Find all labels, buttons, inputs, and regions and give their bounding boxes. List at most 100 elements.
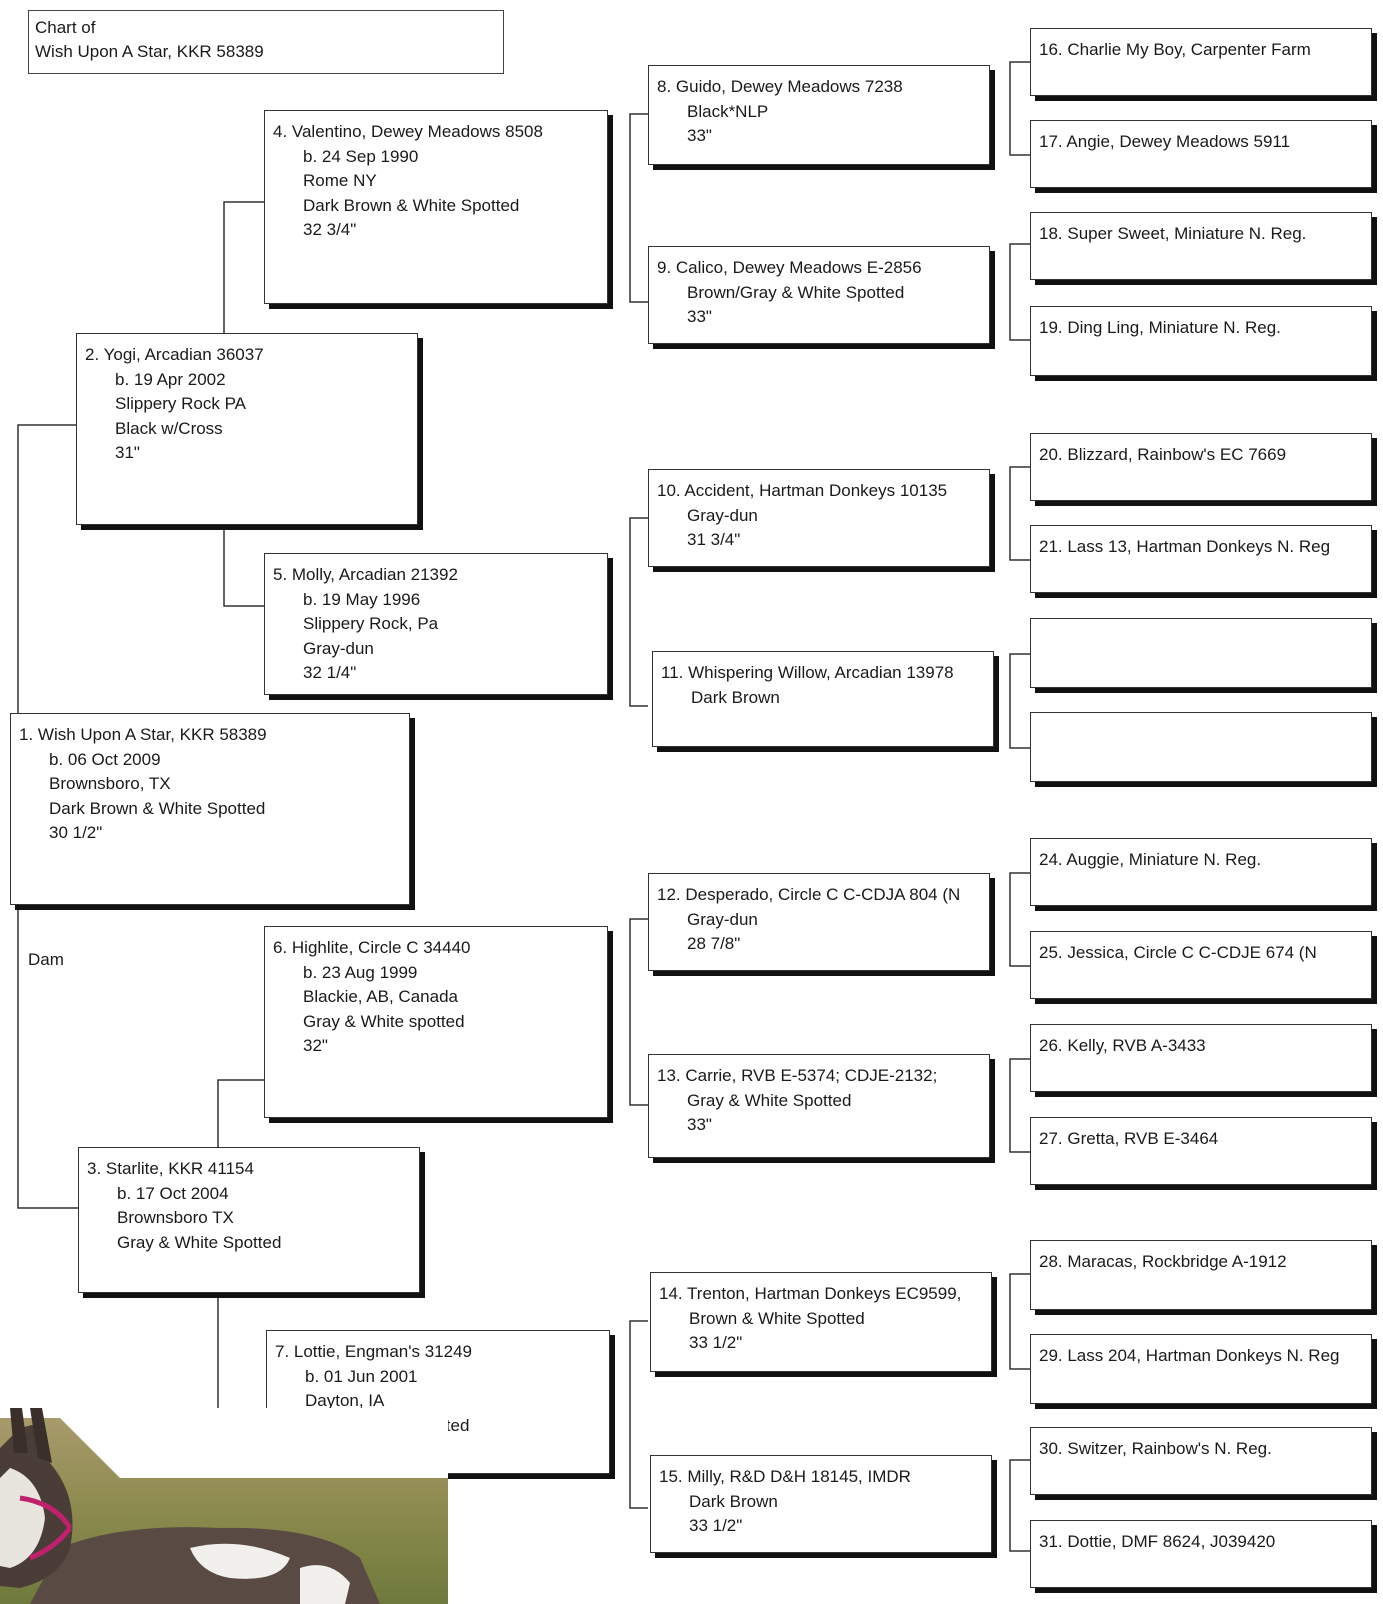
ancestor-box-30: 30. Switzer, Rainbow's N. Reg. [1030,1427,1372,1495]
ancestor-height: 30 1/2" [49,823,103,842]
ancestor-height: 32 3/4" [303,220,357,239]
ancestor-birth: b. 19 May 1996 [303,589,421,609]
ancestor-place: Rome NY [303,171,377,190]
ancestor-name: 3. Starlite, KKR 41154 [87,1159,254,1178]
ancestor-birth: b. 06 Oct 2009 [49,749,161,769]
ancestor-name: 7. Lottie, Engman's 31249 [275,1342,472,1361]
ancestor-place: Slippery Rock PA [115,394,247,413]
chart-title-line2: Wish Upon A Star, KKR 58389 [35,42,264,61]
ancestor-box-20: 20. Blizzard, Rainbow's EC 7669 [1030,433,1372,501]
ancestor-box-13: 13. Carrie, RVB E-5374; CDJE-2132; Gray … [648,1054,990,1158]
ancestor-name: 17. Angie, Dewey Meadows 5911 [1039,132,1291,151]
ancestor-name: 11. Whispering Willow, Arcadian 13978 [661,663,954,682]
ancestor-name: 28. Maracas, Rockbridge A-1912 [1039,1252,1287,1271]
ancestor-box-8: 8. Guido, Dewey Meadows 7238 Black*NLP 3… [648,65,990,165]
ancestor-box-4: 4. Valentino, Dewey Meadows 8508 b. 24 S… [264,110,608,304]
ancestor-name: 15. Milly, R&D D&H 18145, IMDR [659,1467,911,1486]
ancestor-name: 25. Jessica, Circle C C-CDJE 674 (N [1039,943,1317,962]
ancestor-height: 33" [687,126,712,145]
ancestor-color: Black w/Cross [115,418,223,438]
ancestor-box-28: 28. Maracas, Rockbridge A-1912 [1030,1240,1372,1310]
ancestor-box-22 [1030,618,1372,688]
ancestor-box-23 [1030,712,1372,782]
ancestor-name: 18. Super Sweet, Miniature N. Reg. [1039,224,1307,243]
ancestor-name: 24. Auggie, Miniature N. Reg. [1039,850,1262,869]
ancestor-box-27: 27. Gretta, RVB E-3464 [1030,1117,1372,1185]
ancestor-box-14: 14. Trenton, Hartman Donkeys EC9599, Bro… [650,1272,992,1372]
chart-title-line1: Chart of [35,18,96,37]
ancestor-color: Dark Brown & White Spotted [303,195,520,215]
ancestor-name: 9. Calico, Dewey Meadows E-2856 [657,258,922,277]
ancestor-height: 33 1/2" [689,1516,743,1535]
ancestor-place: Brownsboro TX [117,1208,234,1227]
ancestor-name: 31. Dottie, DMF 8624, J039420 [1039,1532,1276,1551]
ancestor-box-1: 1. Wish Upon A Star, KKR 58389 b. 06 Oct… [10,713,410,905]
ancestor-box-26: 26. Kelly, RVB A-3433 [1030,1024,1372,1092]
ancestor-color: Brown/Gray & White Spotted [687,282,905,302]
ancestor-name: 29. Lass 204, Hartman Donkeys N. Reg [1039,1346,1340,1365]
ancestor-height: 31 3/4" [687,530,741,549]
ancestor-name: 14. Trenton, Hartman Donkeys EC9599, [659,1284,962,1303]
ancestor-birth: b. 24 Sep 1990 [303,146,419,166]
ancestor-height: 32" [303,1036,328,1055]
ancestor-name: 5. Molly, Arcadian 21392 [273,565,458,584]
ancestor-birth: b. 01 Jun 2001 [305,1366,418,1386]
ancestor-name: 12. Desperado, Circle C C-CDJA 804 (N [657,885,961,904]
ancestor-name: 13. Carrie, RVB E-5374; CDJE-2132; [657,1066,938,1085]
ancestor-box-11: 11. Whispering Willow, Arcadian 13978 Da… [652,651,994,747]
ancestor-color: Gray & White Spotted [687,1090,852,1110]
ancestor-color: Gray & White spotted [303,1011,465,1031]
ancestor-birth: b. 23 Aug 1999 [303,962,418,982]
ancestor-color: Black*NLP [687,101,769,121]
ancestor-box-16: 16. Charlie My Boy, Carpenter Farm [1030,28,1372,96]
chart-title-box: Chart of Wish Upon A Star, KKR 58389 [28,10,504,74]
ancestor-place: Slippery Rock, Pa [303,614,439,633]
ancestor-color: Dark Brown [689,1491,778,1511]
ancestor-name: 1. Wish Upon A Star, KKR 58389 [19,725,267,744]
ancestor-height: 32 1/4" [303,663,357,682]
donkey-photo [0,1408,448,1604]
ancestor-color: Gray & White Spotted [117,1232,282,1252]
ancestor-box-12: 12. Desperado, Circle C C-CDJA 804 (N Gr… [648,873,990,971]
ancestor-box-5: 5. Molly, Arcadian 21392 b. 19 May 1996 … [264,553,608,695]
ancestor-height: 28 7/8" [687,934,741,953]
ancestor-box-18: 18. Super Sweet, Miniature N. Reg. [1030,212,1372,280]
ancestor-name: 8. Guido, Dewey Meadows 7238 [657,77,903,96]
ancestor-box-2: 2. Yogi, Arcadian 36037 b. 19 Apr 2002 S… [76,333,418,525]
ancestor-height: 33" [687,307,712,326]
ancestor-name: 21. Lass 13, Hartman Donkeys N. Reg [1039,537,1331,556]
ancestor-name: 27. Gretta, RVB E-3464 [1039,1129,1219,1148]
ancestor-name: 6. Highlite, Circle C 34440 [273,938,471,957]
ancestor-height: 33 1/2" [689,1333,743,1352]
ancestor-box-29: 29. Lass 204, Hartman Donkeys N. Reg [1030,1334,1372,1404]
ancestor-name: 19. Ding Ling, Miniature N. Reg. [1039,318,1281,337]
ancestor-name: 26. Kelly, RVB A-3433 [1039,1036,1206,1055]
ancestor-color: Gray-dun [303,638,374,658]
ancestor-color: Brown & White Spotted [689,1308,865,1328]
ancestor-box-17: 17. Angie, Dewey Meadows 5911 [1030,120,1372,188]
ancestor-color: Gray-dun [687,909,758,929]
ancestor-color: Gray-dun [687,505,758,525]
ancestor-place: Brownsboro, TX [49,774,171,793]
ancestor-height: 33" [687,1115,712,1134]
ancestor-name: 10. Accident, Hartman Donkeys 10135 [657,481,948,500]
ancestor-name: 2. Yogi, Arcadian 36037 [85,345,264,364]
ancestor-box-31: 31. Dottie, DMF 8624, J039420 [1030,1520,1372,1588]
ancestor-name: 30. Switzer, Rainbow's N. Reg. [1039,1439,1272,1458]
dam-label: Dam [28,950,64,969]
ancestor-box-25: 25. Jessica, Circle C C-CDJE 674 (N [1030,931,1372,999]
ancestor-color: Dark Brown & White Spotted [49,798,266,818]
ancestor-box-21: 21. Lass 13, Hartman Donkeys N. Reg [1030,525,1372,593]
ancestor-place: Dayton, IA [305,1391,385,1410]
ancestor-place: Blackie, AB, Canada [303,987,458,1006]
ancestor-box-9: 9. Calico, Dewey Meadows E-2856 Brown/Gr… [648,246,990,344]
ancestor-name: 20. Blizzard, Rainbow's EC 7669 [1039,445,1287,464]
ancestor-birth: b. 19 Apr 2002 [115,369,226,389]
ancestor-name: 4. Valentino, Dewey Meadows 8508 [273,122,543,141]
ancestor-box-24: 24. Auggie, Miniature N. Reg. [1030,838,1372,906]
ancestor-box-19: 19. Ding Ling, Miniature N. Reg. [1030,306,1372,376]
ancestor-box-6: 6. Highlite, Circle C 34440 b. 23 Aug 19… [264,926,608,1118]
ancestor-birth: b. 17 Oct 2004 [117,1183,229,1203]
ancestor-name: 16. Charlie My Boy, Carpenter Farm [1039,40,1311,59]
ancestor-box-10: 10. Accident, Hartman Donkeys 10135 Gray… [648,469,990,567]
